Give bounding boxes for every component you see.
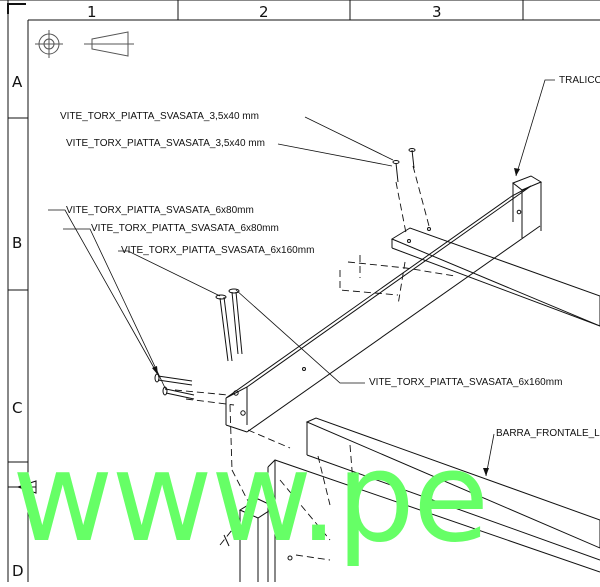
leader-arrows: [152, 168, 520, 476]
row-label-d: D: [12, 562, 24, 580]
label-screw-6x160-second: VITE_TORX_PIATTA_SVASATA_6x160mm: [369, 377, 563, 388]
row-label-a: A: [12, 73, 23, 91]
label-traverse: TRALICC: [559, 75, 600, 86]
beams: [225, 175, 600, 582]
row-label-c: C: [12, 399, 23, 417]
section-marker: [8, 480, 37, 494]
label-screw-3-5x40-first: VITE_TORX_PIATTA_SVASATA_3,5x40 mm: [60, 111, 259, 122]
label-screw-6x160-first: VITE_TORX_PIATTA_SVASATA_6x160mm: [121, 245, 315, 256]
column-label-3: 3: [432, 3, 442, 21]
row-label-b: B: [12, 234, 23, 252]
watermark-text: www.pe: [12, 426, 489, 570]
label-screw-3-5x40-second: VITE_TORX_PIATTA_SVASATA_3,5x40 mm: [66, 138, 265, 149]
column-label-1: 1: [87, 3, 97, 21]
leader-lines: [48, 79, 555, 477]
column-label-2: 2: [259, 3, 269, 21]
screws: [154, 148, 416, 547]
alignment-dashes: [174, 165, 456, 561]
label-screw-6x80-first: VITE_TORX_PIATTA_SVASATA_6x80mm: [66, 205, 254, 216]
label-screw-6x80-second: VITE_TORX_PIATTA_SVASATA_6x80mm: [91, 223, 279, 234]
label-front-bar: BARRA_FRONTALE_L: [496, 428, 600, 439]
projection-symbol: [35, 30, 134, 58]
